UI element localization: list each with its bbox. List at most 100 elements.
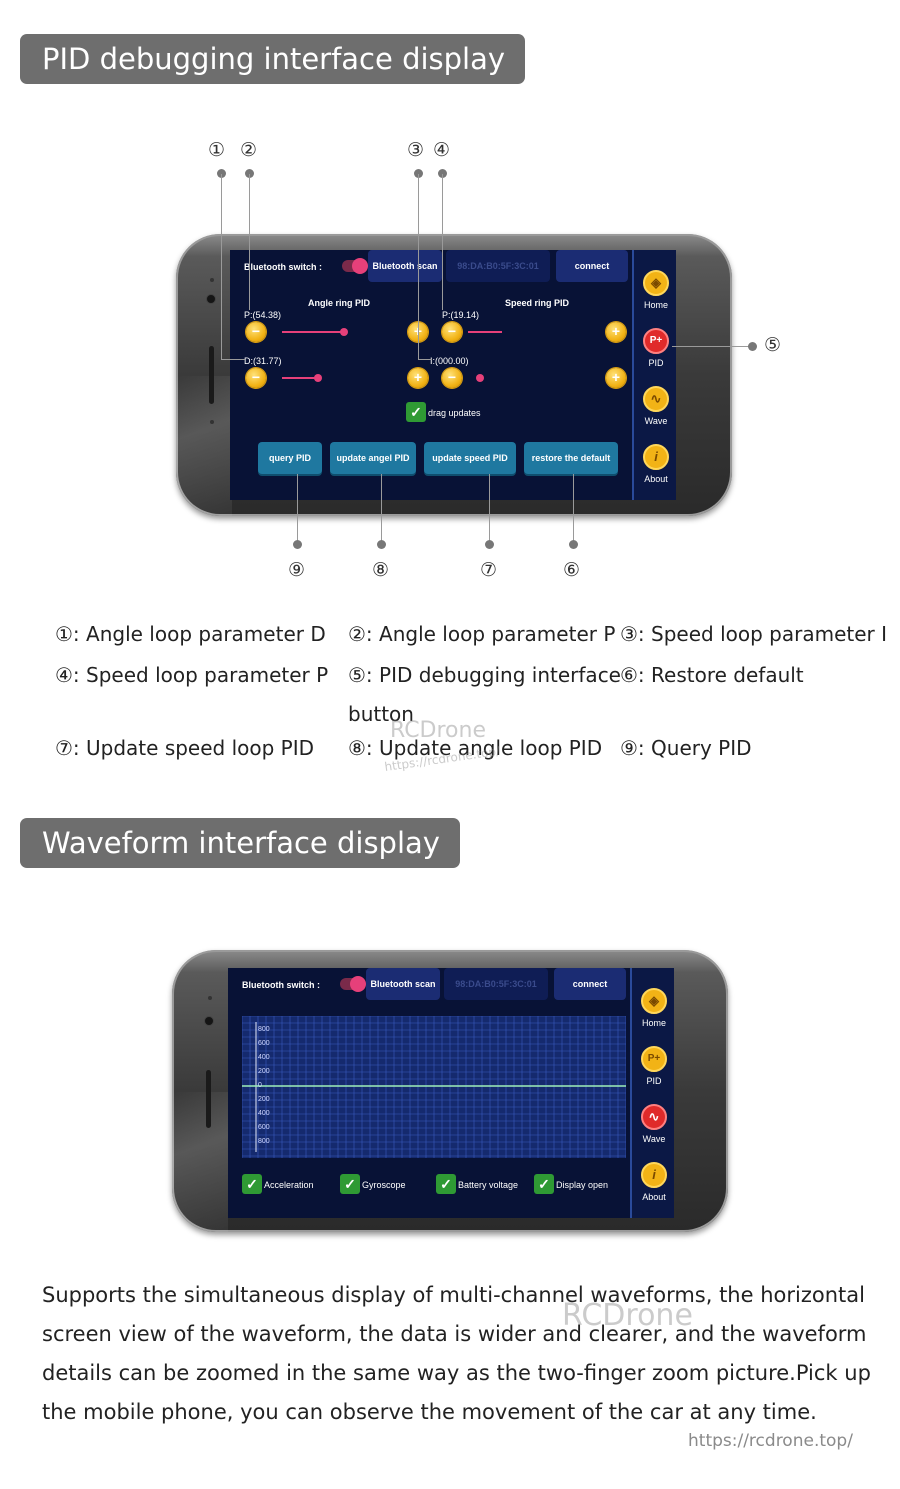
callout-6: ⑥: [563, 559, 581, 581]
watermark-brand: RCDrone: [562, 1298, 693, 1333]
callout-3: ③: [407, 139, 425, 161]
callout-4-dot: [438, 169, 447, 178]
legend-2: ②: Angle loop parameter P: [348, 622, 616, 646]
bluetooth-switch-label: Bluetooth switch :: [244, 262, 322, 272]
callout-4-line: [442, 174, 443, 310]
footer-url: https://rcdrone.top/: [688, 1431, 853, 1451]
update-speed-pid-button[interactable]: update speed PID: [424, 442, 516, 474]
angle-p-minus-button[interactable]: −: [246, 322, 266, 342]
speed-i-value: I:(000.00): [430, 356, 469, 366]
info-icon: i: [643, 444, 669, 470]
angle-ring-title: Angle ring PID: [308, 298, 371, 308]
gyroscope-checkbox[interactable]: ✓: [340, 1174, 360, 1194]
callout-5: ⑤: [764, 334, 782, 356]
waveform-plot[interactable]: 800 600 400 200 0 200 400 600 800: [241, 1015, 627, 1158]
callout-1-line-h: [221, 359, 245, 360]
sidebar-item-about[interactable]: i About: [634, 444, 676, 484]
pid-screen: Bluetooth switch : Bluetooth scan 98:DA:…: [230, 250, 676, 500]
display-open-checkbox[interactable]: ✓: [534, 1174, 554, 1194]
callout-1: ①: [208, 139, 226, 161]
callout-3-line: [418, 174, 419, 360]
callout-7: ⑦: [480, 559, 498, 581]
phone-pid: Bluetooth switch : Bluetooth scan 98:DA:…: [176, 234, 732, 516]
wave-icon: ∿: [641, 1104, 667, 1130]
speed-p-minus-button[interactable]: −: [442, 322, 462, 342]
device-address[interactable]: 98:DA:B0:5F:3C:01: [446, 250, 550, 282]
wave-screen: Bluetooth switch : Bluetooth scan 98:DA:…: [228, 968, 674, 1218]
callout-5-dot: [748, 342, 757, 351]
sidebar-item-wave[interactable]: ∿ Wave: [634, 386, 676, 426]
y-tick: 800: [258, 1138, 270, 1145]
callout-2: ②: [240, 139, 258, 161]
callout-3-dot: [414, 169, 423, 178]
angle-d-minus-button[interactable]: −: [246, 368, 266, 388]
callout-1-dot: [217, 169, 226, 178]
device-address[interactable]: 98:DA:B0:5F:3C:01: [444, 968, 548, 1000]
sidebar-item-home[interactable]: ◈ Home: [634, 270, 676, 310]
sidebar-item-pid[interactable]: P+ PID: [632, 1046, 674, 1086]
angle-d-plus-button[interactable]: +: [408, 368, 428, 388]
waveform-grid: [241, 1015, 627, 1158]
legend-5-cont: button: [348, 702, 414, 726]
sidebar-item-wave[interactable]: ∿ Wave: [632, 1104, 674, 1144]
callout-5-line: [672, 346, 752, 347]
info-icon: i: [641, 1162, 667, 1188]
callout-3-line-h: [418, 359, 432, 360]
angle-d-slider-knob[interactable]: [314, 374, 322, 382]
bluetooth-toggle[interactable]: [340, 976, 366, 992]
angle-d-slider-track[interactable]: [282, 377, 316, 379]
pid-icon: P+: [641, 1046, 667, 1072]
sensor-dot: [208, 996, 212, 1000]
legend-5: ⑤: PID debugging interface: [348, 663, 621, 687]
battery-voltage-label: Battery voltage: [458, 1180, 519, 1190]
legend-6: ⑥: Restore default: [620, 663, 804, 687]
description-text: Supports the simultaneous display of mul…: [42, 1283, 871, 1424]
display-open-label: Display open: [556, 1180, 609, 1190]
angle-p-slider-knob[interactable]: [340, 328, 348, 336]
sidebar-item-about[interactable]: i About: [632, 1162, 674, 1202]
speed-p-plus-button[interactable]: +: [606, 322, 626, 342]
callout-2-line: [249, 174, 250, 310]
callout-8: ⑧: [372, 559, 390, 581]
angle-p-value: P:(54.38): [244, 310, 282, 320]
bluetooth-toggle[interactable]: [342, 258, 368, 274]
callout-9-line: [297, 474, 298, 542]
home-icon: ◈: [643, 270, 669, 296]
bluetooth-scan-button[interactable]: Bluetooth scan: [368, 250, 442, 282]
speed-ring-title: Speed ring PID: [505, 298, 570, 308]
speed-i-plus-button[interactable]: +: [606, 368, 626, 388]
callout-8-dot: [377, 540, 386, 549]
angle-d-value: D:(31.77): [244, 356, 282, 366]
callout-8-line: [381, 474, 382, 542]
top-bar: Bluetooth switch : Bluetooth scan 98:DA:…: [228, 968, 626, 1002]
callout-6-dot: [569, 540, 578, 549]
update-angle-pid-button[interactable]: update angel PID: [330, 442, 416, 474]
sidebar: ◈ Home P+ PID ∿ Wave i About: [630, 968, 674, 1218]
phone-wave: Bluetooth switch : Bluetooth scan 98:DA:…: [172, 950, 728, 1232]
y-tick: 200: [258, 1096, 270, 1103]
y-tick: 200: [258, 1068, 270, 1075]
acceleration-checkbox[interactable]: ✓: [242, 1174, 262, 1194]
battery-voltage-checkbox[interactable]: ✓: [436, 1174, 456, 1194]
speed-i-minus-button[interactable]: −: [442, 368, 462, 388]
acceleration-label: Acceleration: [264, 1180, 314, 1190]
y-tick: 0: [258, 1082, 262, 1089]
section-title-wave: Waveform interface display: [20, 818, 460, 868]
bluetooth-switch-label: Bluetooth switch :: [242, 980, 320, 990]
query-pid-button[interactable]: query PID: [258, 442, 322, 474]
connect-button[interactable]: connect: [554, 968, 626, 1000]
drag-updates-checkbox[interactable]: ✓: [406, 402, 426, 422]
front-camera: [206, 294, 216, 304]
speed-p-slider-track[interactable]: [468, 331, 502, 333]
restore-default-button[interactable]: restore the default: [524, 442, 618, 474]
sidebar-item-pid[interactable]: P+ PID: [634, 328, 676, 368]
legend-4: ④: Speed loop parameter P: [55, 663, 329, 687]
angle-p-slider-track[interactable]: [282, 331, 342, 333]
connect-button[interactable]: connect: [556, 250, 628, 282]
callout-9-dot: [293, 540, 302, 549]
speed-i-slider-knob[interactable]: [476, 374, 484, 382]
bluetooth-scan-button[interactable]: Bluetooth scan: [366, 968, 440, 1000]
legend-1: ①: Angle loop parameter D: [55, 622, 326, 646]
pid-icon: P+: [643, 328, 669, 354]
sidebar-item-home[interactable]: ◈ Home: [632, 988, 674, 1028]
